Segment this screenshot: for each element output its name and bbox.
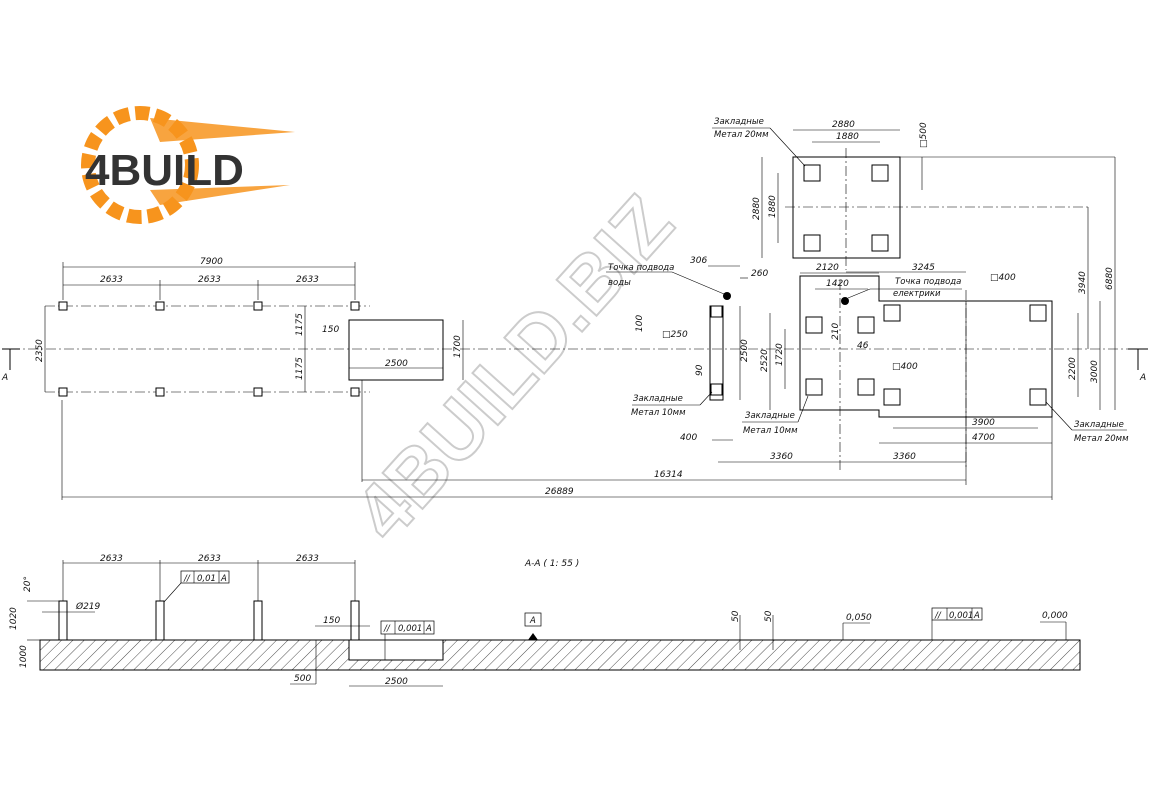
dimension-label: 3360 [770,452,793,462]
dimension-label: 500 [294,674,311,684]
dimension-label: A [220,574,227,584]
dimension-label: 3000 [1090,360,1100,383]
dimension-label: 210 [831,323,841,340]
dimension-label: A [425,624,432,634]
section-title: A-A ( 1: 55 ) [524,559,579,569]
dimension-label: A [1139,373,1146,383]
section-marker-left: A [1,348,20,383]
dimension-label: 1720 [775,343,785,366]
main-foundation: 2120 1420 3245 210 46 2520 1720 □400 □400 39… [62,157,1129,500]
dimension-label: 3940 [1078,271,1088,294]
dimension-label: Метал 20мм [714,130,769,140]
dimension-label: 3900 [972,418,995,428]
dimension-label: Закладные [1074,420,1124,430]
dimension-label: 0,050 [846,613,872,623]
dimension-label: 2633 [296,554,319,564]
dimension-label: 150 [322,325,339,335]
dimension-label: 2633 [198,554,221,564]
dimension-label: 2633 [100,554,123,564]
dimension-label: 2500 [385,359,408,369]
water-point-icon [723,292,731,300]
section-a-a: A-A ( 1: 55 ) 2633 2633 2633 20° 1020 1000… [9,554,1081,687]
dimension-label: 46 [857,341,869,351]
dimension-label: 0,001 [398,624,422,634]
dimension-label: 0,001 [949,611,973,621]
tolerance-frame-1: // 0,01 A [163,570,230,603]
dimension-label: 20° [23,576,33,592]
left-plan: 7900 2633 2633 2633 2350 1175 1175 150 2500… [35,257,464,500]
dimension-label: 1880 [836,132,859,142]
dimension-label: Закладные [745,411,795,421]
dimension-label: Закладные [633,394,683,404]
dimension-label: Ø219 [75,601,101,612]
dimension-label: 150 [323,616,340,626]
dimension-label: □400 [892,362,918,372]
dimension-label: 2120 [816,263,839,273]
pit-outline [348,319,444,381]
dimension-label: 1420 [826,279,849,289]
dimension-label: Точка подвода [608,263,674,273]
dimension-label: 16314 [654,470,683,480]
level-marks: 50 50 0,050 0,000 [731,610,1068,650]
dimension-label: // [183,574,191,584]
dimension-label: 2633 [100,275,123,285]
gear-icon [81,106,199,224]
dimension-label: 50 [764,610,774,622]
dimension-label: Метал 10мм [631,408,686,418]
dimension-label: 306 [690,256,707,266]
dimension-label: 2350 [35,339,45,362]
dimension-label: 2633 [296,275,319,285]
logo-text: 4BUILD [85,146,244,195]
dimension-label: Точка подвода [895,277,961,287]
dimension-label: A [1,373,8,383]
dimension-label: A [529,616,536,626]
section-marker-right: A [1128,348,1148,383]
dimension-label: 2880 [752,197,762,220]
dimension-label: // [934,611,942,621]
dimension-label: 4700 [972,433,995,443]
dimension-label: 0,000 [1042,611,1068,621]
electric-point-icon [841,297,849,305]
dimension-label: Метал 20мм [1074,434,1129,444]
dimension-label: 1175 [295,313,305,336]
dimension-label: 2200 [1068,357,1078,380]
water-foundation: Точка подвода воды 306 260 100 □250 90 250… [606,256,768,443]
dimension-label: 7900 [200,257,223,267]
dimension-label: // [383,624,391,634]
dimension-label: 2500 [740,339,750,362]
dimension-label: □400 [990,273,1016,283]
dimension-label: A [973,611,980,621]
logo: 4BUILD [81,106,295,224]
dimension-label: 50 [731,610,741,622]
dimension-label: електрики [893,289,941,299]
dimension-label: □500 [919,122,929,148]
datum-a: A [524,612,542,640]
dimension-label: 26889 [545,487,574,497]
dimension-label: 2520 [760,349,770,372]
dimension-label: □250 [662,330,688,340]
dimension-label: 260 [751,269,768,279]
dimension-label: 0,01 [197,574,216,584]
dimension-label: 1020 [9,607,19,630]
dimension-label: 6880 [1105,267,1115,290]
dimension-label: 2880 [832,120,855,130]
dimension-label: 400 [680,433,697,443]
dimension-label: 1175 [295,357,305,380]
dimension-label: 1000 [19,645,29,668]
dimension-label: 2500 [385,677,408,687]
dimension-label: воды [608,278,631,288]
dimension-label: 1700 [453,335,463,358]
dimension-label: 90 [695,364,705,376]
dimension-label: Метал 10мм [743,426,798,436]
ground-slab [39,639,1081,671]
dimension-label: 1880 [768,195,778,218]
dimension-label: 3245 [912,263,935,273]
dimension-label: 100 [635,315,645,332]
dimension-label: Закладные [714,117,764,127]
dimension-label: 2633 [198,275,221,285]
dimension-label: 3360 [893,452,916,462]
